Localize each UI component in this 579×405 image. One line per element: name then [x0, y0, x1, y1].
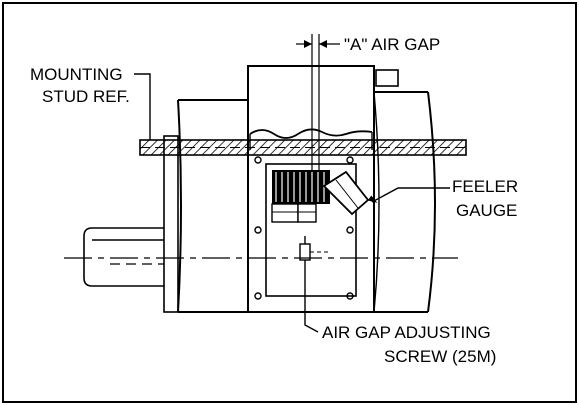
adjusting-screw-label-line2: SCREW (25M)	[384, 347, 496, 366]
feeler-gauge-label-line1: FEELER	[452, 177, 518, 196]
mounting-stud-label-line1: MOUNTING	[30, 65, 123, 84]
adjusting-screw-label-line1: AIR GAP ADJUSTING	[322, 323, 491, 342]
output-shaft	[83, 227, 168, 287]
air-gap-label: "A" AIR GAP	[344, 35, 440, 54]
mounting-stud-leader	[134, 73, 151, 140]
mounting-flange	[163, 135, 179, 313]
mounting-stud	[139, 139, 467, 156]
adjusting-screw-leader	[304, 260, 319, 333]
air-gap-dimension	[296, 34, 340, 172]
terminal-box	[375, 69, 399, 87]
feeler-gauge-label-line2: GAUGE	[456, 201, 517, 220]
mounting-stud-label-line2: STUD REF.	[42, 87, 130, 106]
feeler-gauge-leader	[371, 187, 450, 203]
